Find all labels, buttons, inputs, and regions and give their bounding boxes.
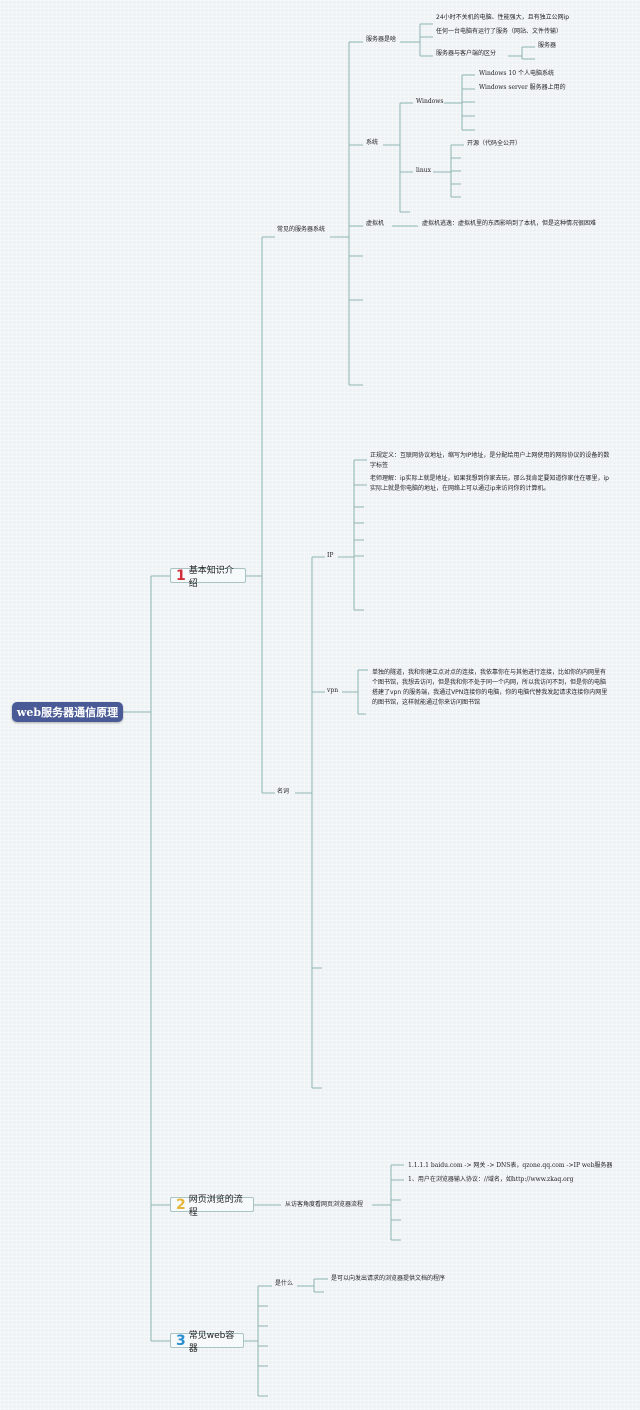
node-vm-escape[interactable]: 虚拟机逃逸：虚拟机里的东西影响到了本机，但是这种情况很困难 (422, 220, 597, 227)
node-linux-open-source[interactable]: 开源（代码全公开） (467, 140, 522, 147)
node-server[interactable]: 服务器 (538, 42, 557, 49)
number-badge: 2 (176, 1196, 186, 1213)
node-server-client-diff[interactable]: 服务器与客户端的区分 (436, 50, 497, 57)
node-virtual-machine[interactable]: 虚拟机 (366, 220, 385, 227)
node-windows-server[interactable]: Windows server 服务器上用的 (479, 84, 566, 91)
node-vpn-explain[interactable]: 单独的隧道，我和你建立点对点的连接，我依靠你在与其他进行连接，比如你的内网里有个… (372, 669, 608, 706)
topic-label: 常见web容器 (188, 1330, 235, 1354)
node-flow-dns[interactable]: 1.1.1.1 baidu.com -> 网关 -> DNS表，qzone.qq… (408, 1162, 613, 1169)
topic-label: 网页浏览的流程 (188, 1194, 243, 1218)
node-ip-teacher-explain[interactable]: 老师理解：ip实际上就是地址，如果我想到你家去玩，那么我肯定要知道你家住在哪里，… (370, 475, 609, 492)
topic-web-containers[interactable]: 3 常见web容器 (170, 1331, 244, 1354)
node-terms[interactable]: 名词 (277, 788, 290, 795)
node-linux[interactable]: linux (416, 167, 431, 174)
number-badge: 3 (176, 1332, 186, 1349)
node-ip-definition[interactable]: 正规定义：互联网协议地址，缩写为IP地址，是分配给用户上网使用的网际协议的设备的… (370, 452, 610, 469)
node-what-is-server[interactable]: 服务器是啥 (366, 36, 397, 43)
node-server-def-1[interactable]: 24小时不关机的电脑、性能强大，且有独立公网ip (436, 14, 570, 21)
node-common-server-os[interactable]: 常见的服务器系统 (277, 226, 326, 233)
number-badge: 1 (176, 567, 186, 584)
node-system[interactable]: 系统 (366, 139, 379, 146)
topic-label: 基本知识介绍 (188, 565, 234, 589)
node-web-container-def[interactable]: 是可以向发出请求的浏览器提供文档的程序 (331, 1275, 446, 1282)
node-server-def-2[interactable]: 任何一台电脑有运行了服务（网站、文件传输） (436, 28, 563, 35)
topic-browse-flow[interactable]: 2 网页浏览的流程 (170, 1195, 254, 1218)
topic-basic-knowledge[interactable]: 1 基本知识介绍 (170, 566, 246, 589)
node-what-is[interactable]: 是什么 (275, 1280, 294, 1287)
root-topic[interactable]: web服务器通信原理 (12, 702, 123, 722)
node-flow-step-1[interactable]: 1、用户在浏览器输入协议：//域名，如http://www.zkaq.org (408, 1176, 574, 1183)
node-visitor-flow[interactable]: 从访客角度看网页浏览器流程 (285, 1201, 364, 1208)
node-windows[interactable]: Windows (416, 98, 444, 105)
node-ip[interactable]: IP (327, 552, 334, 559)
node-vpn[interactable]: vpn (327, 687, 339, 694)
node-windows-10[interactable]: Windows 10 个人电脑系统 (479, 70, 554, 77)
